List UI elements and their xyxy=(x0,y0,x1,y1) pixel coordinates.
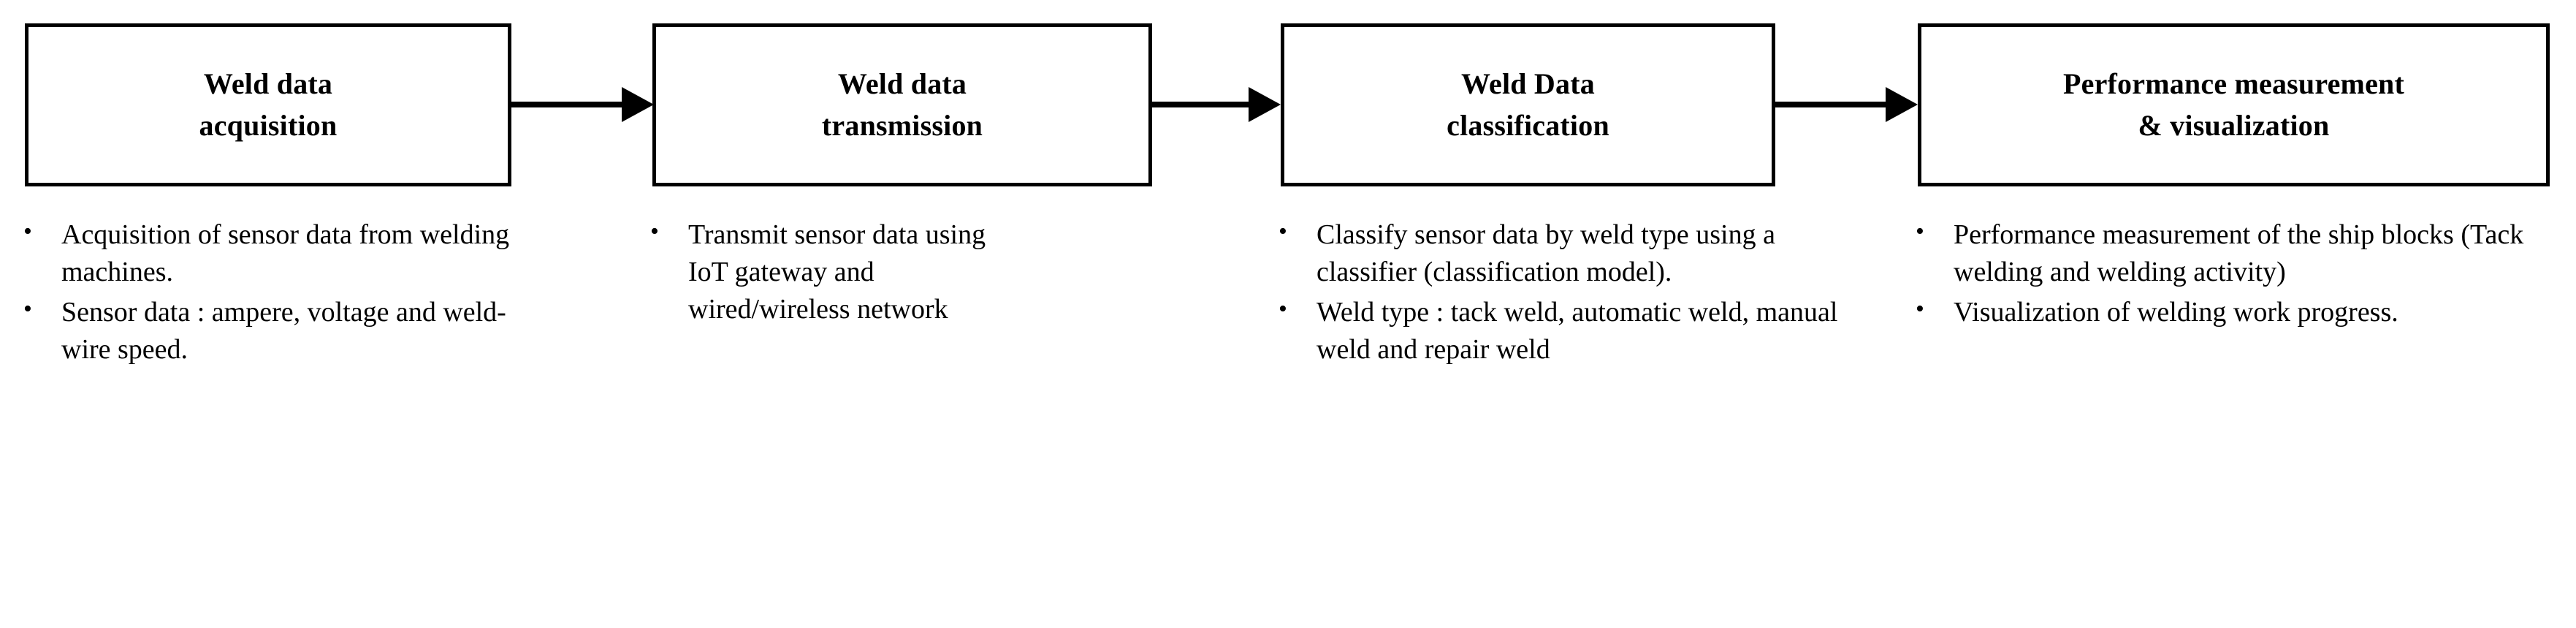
list-item: • Visualization of welding work progress… xyxy=(1908,294,2562,331)
bullet-icon: • xyxy=(650,218,659,245)
bullet-text: Visualization of welding work progress. xyxy=(1954,296,2398,328)
bullet-text: Classify sensor data by weld type using … xyxy=(1316,219,1775,287)
stage-bullets-weld-data-acquisition: • Acquisition of sensor data from weldin… xyxy=(16,216,513,371)
arrow-head-icon xyxy=(622,87,654,122)
bullet-icon: • xyxy=(23,295,32,322)
arrow-shaft xyxy=(511,102,625,107)
bullet-icon: • xyxy=(23,218,32,245)
stage-box-weld-data-transmission[interactable]: Weld data transmission xyxy=(652,23,1152,186)
list-item: • Weld type : tack weld, automatic weld,… xyxy=(1271,294,1848,368)
arrow-shaft xyxy=(1152,102,1251,107)
bullet-text: Acquisition of sensor data from welding … xyxy=(61,219,510,287)
list-item: • Transmit sensor data using IoT gateway… xyxy=(643,216,1023,328)
arrow-shaft xyxy=(1775,102,1889,107)
list-item: • Performance measurement of the ship bl… xyxy=(1908,216,2562,291)
stage-title-performance-measurement-visualization: Performance measurement & visualization xyxy=(2062,67,2404,142)
stage-bullets-performance-measurement-visualization: • Performance measurement of the ship bl… xyxy=(1908,216,2562,334)
bullet-icon: • xyxy=(1916,218,1924,245)
stage-box-weld-data-acquisition[interactable]: Weld data acquisition xyxy=(25,23,511,186)
stage-title-weld-data-classification: Weld Data classification xyxy=(1447,67,1609,142)
arrow-head-icon xyxy=(1886,87,1918,122)
list-item: • Classify sensor data by weld type usin… xyxy=(1271,216,1848,291)
bullet-text: Weld type : tack weld, automatic weld, m… xyxy=(1316,296,1838,365)
stage-box-performance-measurement-visualization[interactable]: Performance measurement & visualization xyxy=(1918,23,2550,186)
stage-bullets-weld-data-transmission: • Transmit sensor data using IoT gateway… xyxy=(643,216,1023,331)
stage-title-weld-data-transmission: Weld data transmission xyxy=(821,67,983,142)
stage-box-weld-data-classification[interactable]: Weld Data classification xyxy=(1281,23,1775,186)
bullet-icon: • xyxy=(1279,295,1287,322)
stage-bullets-weld-data-classification: • Classify sensor data by weld type usin… xyxy=(1271,216,1848,371)
list-item: • Sensor data : ampere, voltage and weld… xyxy=(16,294,513,368)
bullet-icon: • xyxy=(1279,218,1287,245)
list-item: • Acquisition of sensor data from weldin… xyxy=(16,216,513,291)
bullet-text: Transmit sensor data using IoT gateway a… xyxy=(688,219,986,325)
bullet-text: Performance measurement of the ship bloc… xyxy=(1954,219,2524,287)
bullet-icon: • xyxy=(1916,295,1924,322)
bullet-text: Sensor data : ampere, voltage and weld-w… xyxy=(61,296,506,365)
stage-title-weld-data-acquisition: Weld data acquisition xyxy=(199,67,338,142)
arrow-head-icon xyxy=(1249,87,1281,122)
